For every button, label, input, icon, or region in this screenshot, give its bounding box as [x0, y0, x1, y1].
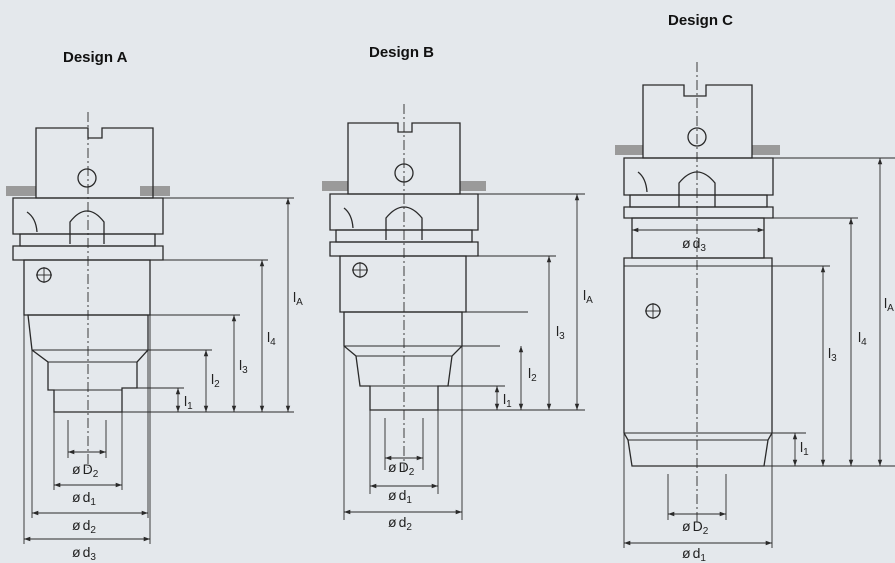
label-c-l1: l1 — [800, 439, 809, 458]
design-c-clamp-right — [752, 145, 780, 155]
design-c-dimensions — [624, 158, 883, 546]
label-b-l2: l2 — [528, 365, 537, 384]
design-b-body — [339, 255, 467, 313]
label-a-lA: lA — [293, 289, 303, 308]
label-c-lA: lA — [884, 295, 894, 314]
label-c-l3: l3 — [828, 345, 837, 364]
design-c-holder — [615, 84, 780, 467]
design-c-detail — [623, 62, 895, 548]
design-c-clamp-left — [615, 145, 643, 155]
design-a-flange — [12, 197, 164, 235]
design-a-taper — [35, 127, 154, 199]
label-a-l1: l1 — [184, 393, 193, 412]
design-c-flange-notch — [637, 171, 648, 193]
design-b-dimensions — [344, 194, 580, 515]
label-c-l4: l4 — [858, 329, 867, 348]
design-b-flange-notch — [343, 207, 354, 229]
design-a-bore-circle — [77, 168, 97, 188]
label-a-l4: l4 — [267, 329, 276, 348]
design-b-title: Design B — [369, 44, 435, 61]
design-c-body — [623, 257, 773, 467]
design-b-clamp-right — [460, 181, 486, 191]
design-c-collar — [629, 194, 768, 208]
design-a-title: Design A — [63, 49, 128, 66]
label-b-l3: l3 — [556, 323, 565, 342]
design-a-flange-notch — [26, 211, 38, 233]
label-a-l2: l2 — [211, 371, 220, 390]
design-b-detail — [343, 104, 585, 520]
design-b-flange — [329, 193, 479, 231]
design-c-flange — [623, 157, 774, 196]
design-a-collar — [19, 233, 156, 247]
design-c-taper — [642, 84, 753, 159]
design-c-title: Design C — [668, 12, 734, 29]
design-a-keyway — [69, 210, 105, 244]
design-c-collar-lower — [623, 206, 774, 219]
label-b-l1: l1 — [503, 391, 512, 410]
design-c-bore-circle — [687, 127, 707, 147]
design-b-nose — [343, 311, 463, 411]
label-b-lA: lA — [583, 287, 593, 306]
design-a-detail — [23, 112, 294, 544]
design-a-clamp-left — [6, 186, 36, 196]
design-a-clamp-right — [140, 186, 170, 196]
design-b-clamp-left — [322, 181, 348, 191]
label-a-l3: l3 — [239, 357, 248, 376]
design-a-dimensions — [24, 198, 291, 542]
